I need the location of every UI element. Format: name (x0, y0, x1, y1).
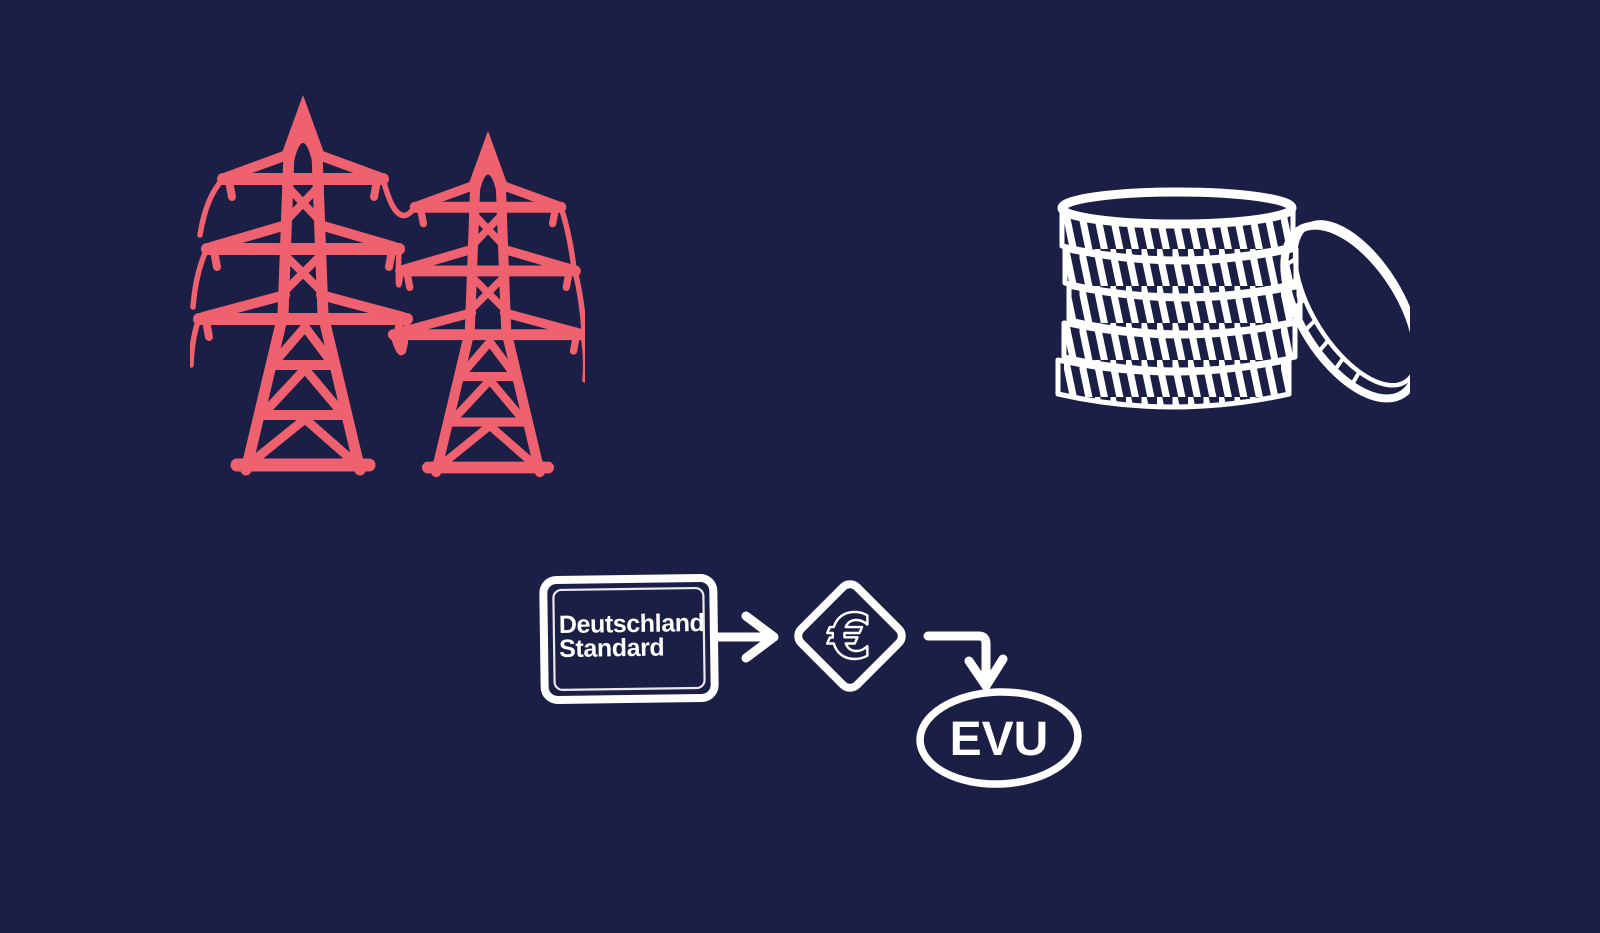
pylon-right (393, 131, 582, 472)
source-box-label: Deutschland Standard (558, 609, 710, 663)
evu-label: EVU (950, 713, 1049, 766)
currency-decision-diamond (794, 580, 906, 692)
coin-top-face (1057, 187, 1297, 229)
arrow-right-icon (713, 611, 779, 663)
pylon-left (199, 95, 407, 470)
leaning-coin (1280, 220, 1410, 403)
source-box-label-line2: Standard (558, 633, 665, 663)
arrow-elbow-down-icon (923, 631, 1008, 691)
coin-stack (1055, 187, 1303, 410)
flowchart: € EVU (539, 573, 1082, 788)
euro-symbol: € (826, 600, 871, 673)
evu-ellipse (916, 688, 1082, 788)
coin-stack-icon (1055, 187, 1410, 410)
power-pylons-icon (190, 85, 585, 480)
